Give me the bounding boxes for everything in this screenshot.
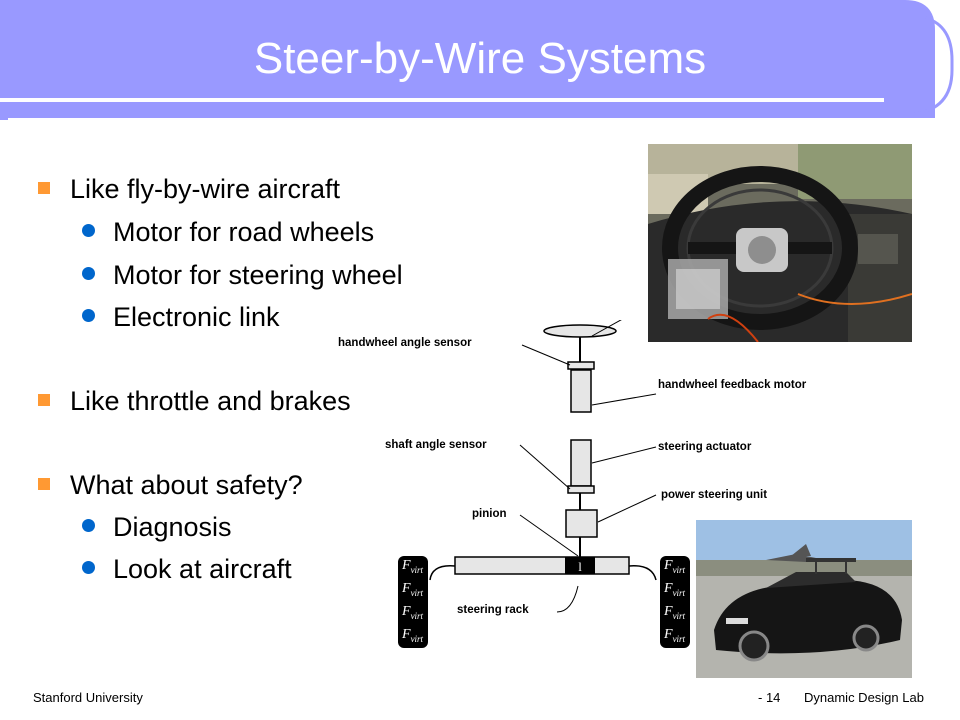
footer-lab: Dynamic Design Lab — [804, 690, 924, 705]
force-label: Fvirt — [664, 627, 686, 644]
round-bullet-icon — [82, 224, 95, 238]
shaft-angle-sensor-shape — [567, 485, 595, 494]
round-bullet-icon — [82, 267, 95, 281]
round-bullet-icon — [82, 561, 95, 575]
force-label: Fvirt — [402, 627, 424, 644]
bullet-item: Like fly-by-wire aircraft — [38, 174, 340, 205]
label-handwheel-feedback-motor: handwheel feedback motor — [658, 379, 807, 391]
force-label: Fvirt — [402, 604, 424, 621]
page-number: - 14 — [758, 690, 781, 705]
sub-bullet-item: Motor for steering wheel — [82, 260, 403, 291]
force-label: Fvirt — [664, 558, 686, 575]
handwheel-feedback-motor-shape — [570, 369, 592, 413]
rack-box-label: l — [578, 559, 582, 574]
slide-title: Steer-by-Wire Systems — [253, 34, 707, 83]
power-steering-unit-shape — [565, 509, 598, 538]
rack-box — [565, 557, 595, 574]
force-label: Fvirt — [402, 581, 424, 598]
steering-actuator-shape — [570, 439, 592, 487]
label-steering-rack: steering rack — [457, 604, 529, 616]
force-label: Fvirt — [664, 604, 686, 621]
right-wheel-shape — [660, 556, 690, 648]
round-bullet-icon — [82, 309, 95, 323]
square-bullet-icon — [38, 477, 50, 490]
bullet-item: What about safety? — [38, 470, 303, 501]
car-photo — [696, 520, 912, 678]
sub-bullet-item: Electronic link — [82, 302, 280, 333]
force-label: Fvirt — [402, 558, 424, 575]
force-label: Fvirt — [664, 581, 686, 598]
footer-organization: Stanford University — [33, 690, 143, 705]
bullet-item: Like throttle and brakes — [38, 386, 351, 417]
square-bullet-icon — [38, 393, 50, 406]
label-shaft-angle-sensor: shaft angle sensor — [385, 439, 487, 451]
sub-bullet-item: Motor for road wheels — [82, 217, 374, 248]
sub-bullet-item: Look at aircraft — [82, 554, 292, 585]
label-handwheel-angle-sensor: handwheel angle sensor — [338, 337, 472, 349]
steering-system-diagram: l — [398, 320, 690, 648]
label-power-steering-unit: power steering unit — [661, 489, 768, 501]
steering-wheel-photo — [648, 144, 912, 342]
handwheel-angle-sensor-shape — [567, 361, 595, 370]
square-bullet-icon — [38, 181, 50, 194]
sub-bullet-item: Diagnosis — [82, 512, 232, 543]
label-steering-actuator: steering actuator — [658, 441, 752, 453]
handwheel-shape — [543, 324, 617, 338]
left-wheel-shape — [398, 556, 428, 648]
label-pinion: pinion — [472, 508, 507, 520]
round-bullet-icon — [82, 519, 95, 533]
steering-rack-shape — [454, 556, 630, 575]
header-band — [0, 0, 954, 120]
